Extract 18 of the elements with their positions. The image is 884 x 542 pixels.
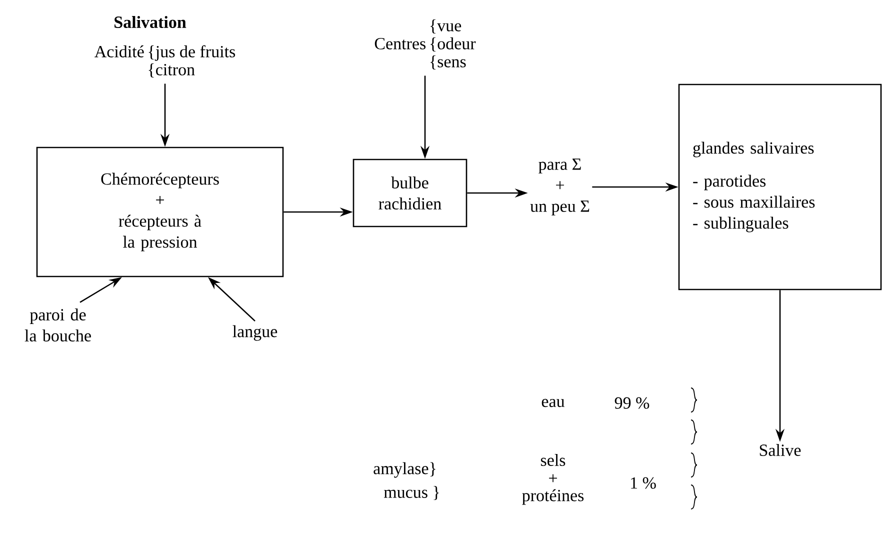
text-label: langue xyxy=(232,325,278,341)
text-label: 1 % xyxy=(631,477,656,489)
text-label: protéines xyxy=(522,489,584,505)
process-box: Chémorécepteurs + récepteurs à la pression xyxy=(36,146,284,278)
text-label: mucus } xyxy=(384,486,439,500)
text-label: amylase} xyxy=(374,462,436,478)
text-label: {vue Centres {odeur {sens xyxy=(374,19,476,70)
text-label: sels xyxy=(540,454,566,466)
text-label: para Σ + un peu Σ xyxy=(530,158,590,216)
text-label: 99 % xyxy=(614,397,650,409)
text-label: eau xyxy=(542,398,564,408)
title: Salivation xyxy=(114,16,186,28)
process-box: bulbe rachidien xyxy=(352,158,468,228)
text-label: + xyxy=(549,474,557,482)
process-box: glandes salivaires - parotides - sous maxillaires - sublinguales xyxy=(678,84,882,290)
text-label: Salive xyxy=(760,444,801,456)
text-label: paroi de la bouche xyxy=(24,308,91,342)
text-label: Acidité {jus de fruits {citron xyxy=(94,45,236,78)
